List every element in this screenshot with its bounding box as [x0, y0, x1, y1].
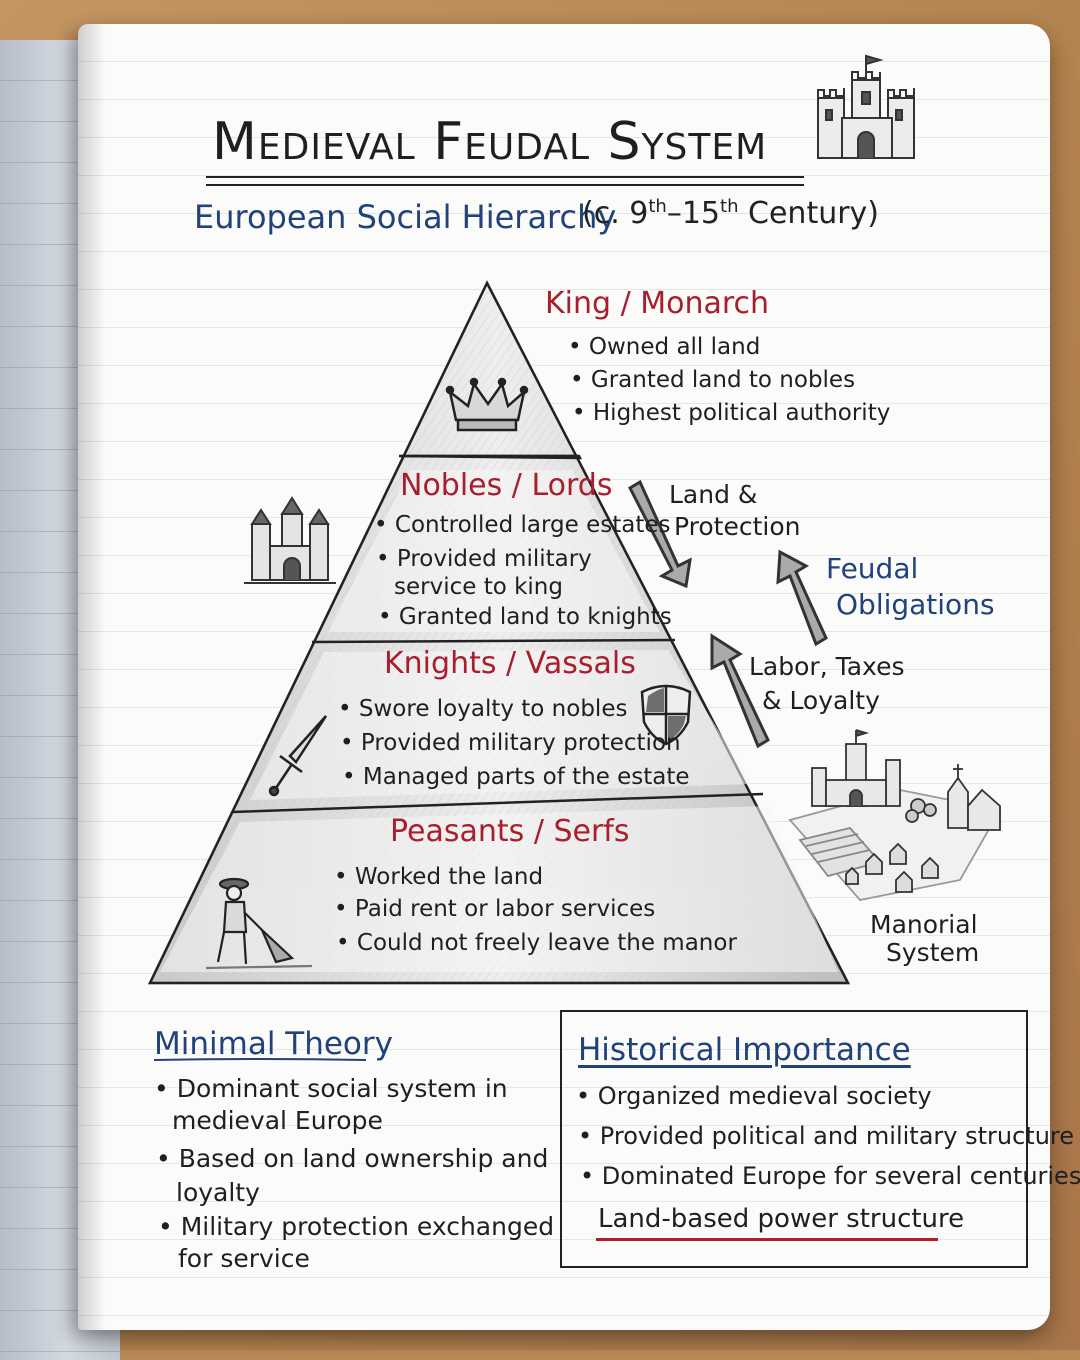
importance-bullet: • Provided political and military struct… — [578, 1122, 1075, 1150]
feudal-pyramid — [148, 280, 851, 985]
manorial-label: Manorial — [870, 910, 978, 939]
tier-bullet: • Owned all land — [568, 334, 761, 360]
theory-bullet: • Military protection exchanged — [158, 1212, 555, 1241]
tier-title-nobles: Nobles / Lords — [400, 468, 613, 503]
tier-title-king: King / Monarch — [545, 286, 770, 321]
importance-bullet: • Dominated Europe for several centuries — [580, 1162, 1080, 1190]
historical-importance-box — [560, 1010, 1028, 1268]
tier-bullet: • Could not freely leave the manor — [336, 930, 737, 956]
labor-taxes-label: Labor, Taxes — [749, 652, 905, 681]
title-underline-double — [206, 184, 804, 186]
theory-bullet: • Based on land ownership and — [156, 1144, 549, 1173]
tier-title-peasants: Peasants / Serfs — [390, 814, 630, 849]
arrow-label-land: Land & — [669, 480, 758, 509]
crown-icon — [445, 377, 529, 432]
tier-bullet: • Highest political authority — [572, 400, 891, 426]
castle-icon-title — [817, 54, 915, 159]
footer-red-underline — [596, 1238, 938, 1241]
feudal-label: Feudal — [826, 552, 919, 585]
arrows — [628, 479, 828, 749]
tier-bullet: • Provided military — [376, 546, 592, 572]
title-underline — [206, 176, 804, 178]
theory-bullet-continued: for service — [178, 1244, 310, 1273]
importance-footer: Land-based power structure — [598, 1204, 965, 1234]
system-label: System — [886, 938, 980, 967]
minimal-theory-title: Minimal Theory — [154, 1026, 393, 1062]
tier-bullet: • Provided military protection — [340, 730, 681, 756]
tier-bullet: • Worked the land — [334, 864, 544, 890]
manor-village-icon — [788, 729, 1002, 901]
subtitle-period: (c. 9th–15th Century) — [582, 196, 880, 231]
tier-title-knights: Knights / Vassals — [384, 646, 636, 681]
tier-bullet: • Managed parts of the estate — [342, 764, 690, 790]
tier-bullet: • Swore loyalty to nobles — [338, 696, 628, 722]
arrow-label-protection: Protection — [674, 512, 801, 541]
tier-bullet: • Paid rent or labor services — [334, 896, 656, 922]
theory-bullet: • Dominant social system in — [154, 1074, 508, 1103]
shield-icon — [640, 684, 692, 746]
tier-bullet: • Granted land to knights — [378, 604, 672, 630]
castle-icon — [244, 496, 336, 584]
theory-bullet-continued: medieval Europe — [172, 1106, 383, 1135]
importance-bullet: • Organized medieval society — [576, 1082, 932, 1110]
tier-bullet-continued: service to king — [394, 574, 563, 600]
loyalty-label: & Loyalty — [762, 686, 880, 715]
tier-bullet: • Controlled large estates — [374, 512, 671, 538]
historical-importance-title: Historical Importance — [578, 1032, 911, 1068]
theory-bullet-continued: loyalty — [176, 1178, 260, 1207]
tier-bullet: • Granted land to nobles — [570, 367, 856, 393]
obligations-label: Obligations — [836, 588, 995, 621]
plowing-farmer-icon — [205, 877, 313, 970]
sword-icon — [268, 715, 328, 797]
page-title: Medieval Feudal System — [212, 112, 768, 172]
subtitle: European Social Hierarchy — [194, 198, 617, 236]
